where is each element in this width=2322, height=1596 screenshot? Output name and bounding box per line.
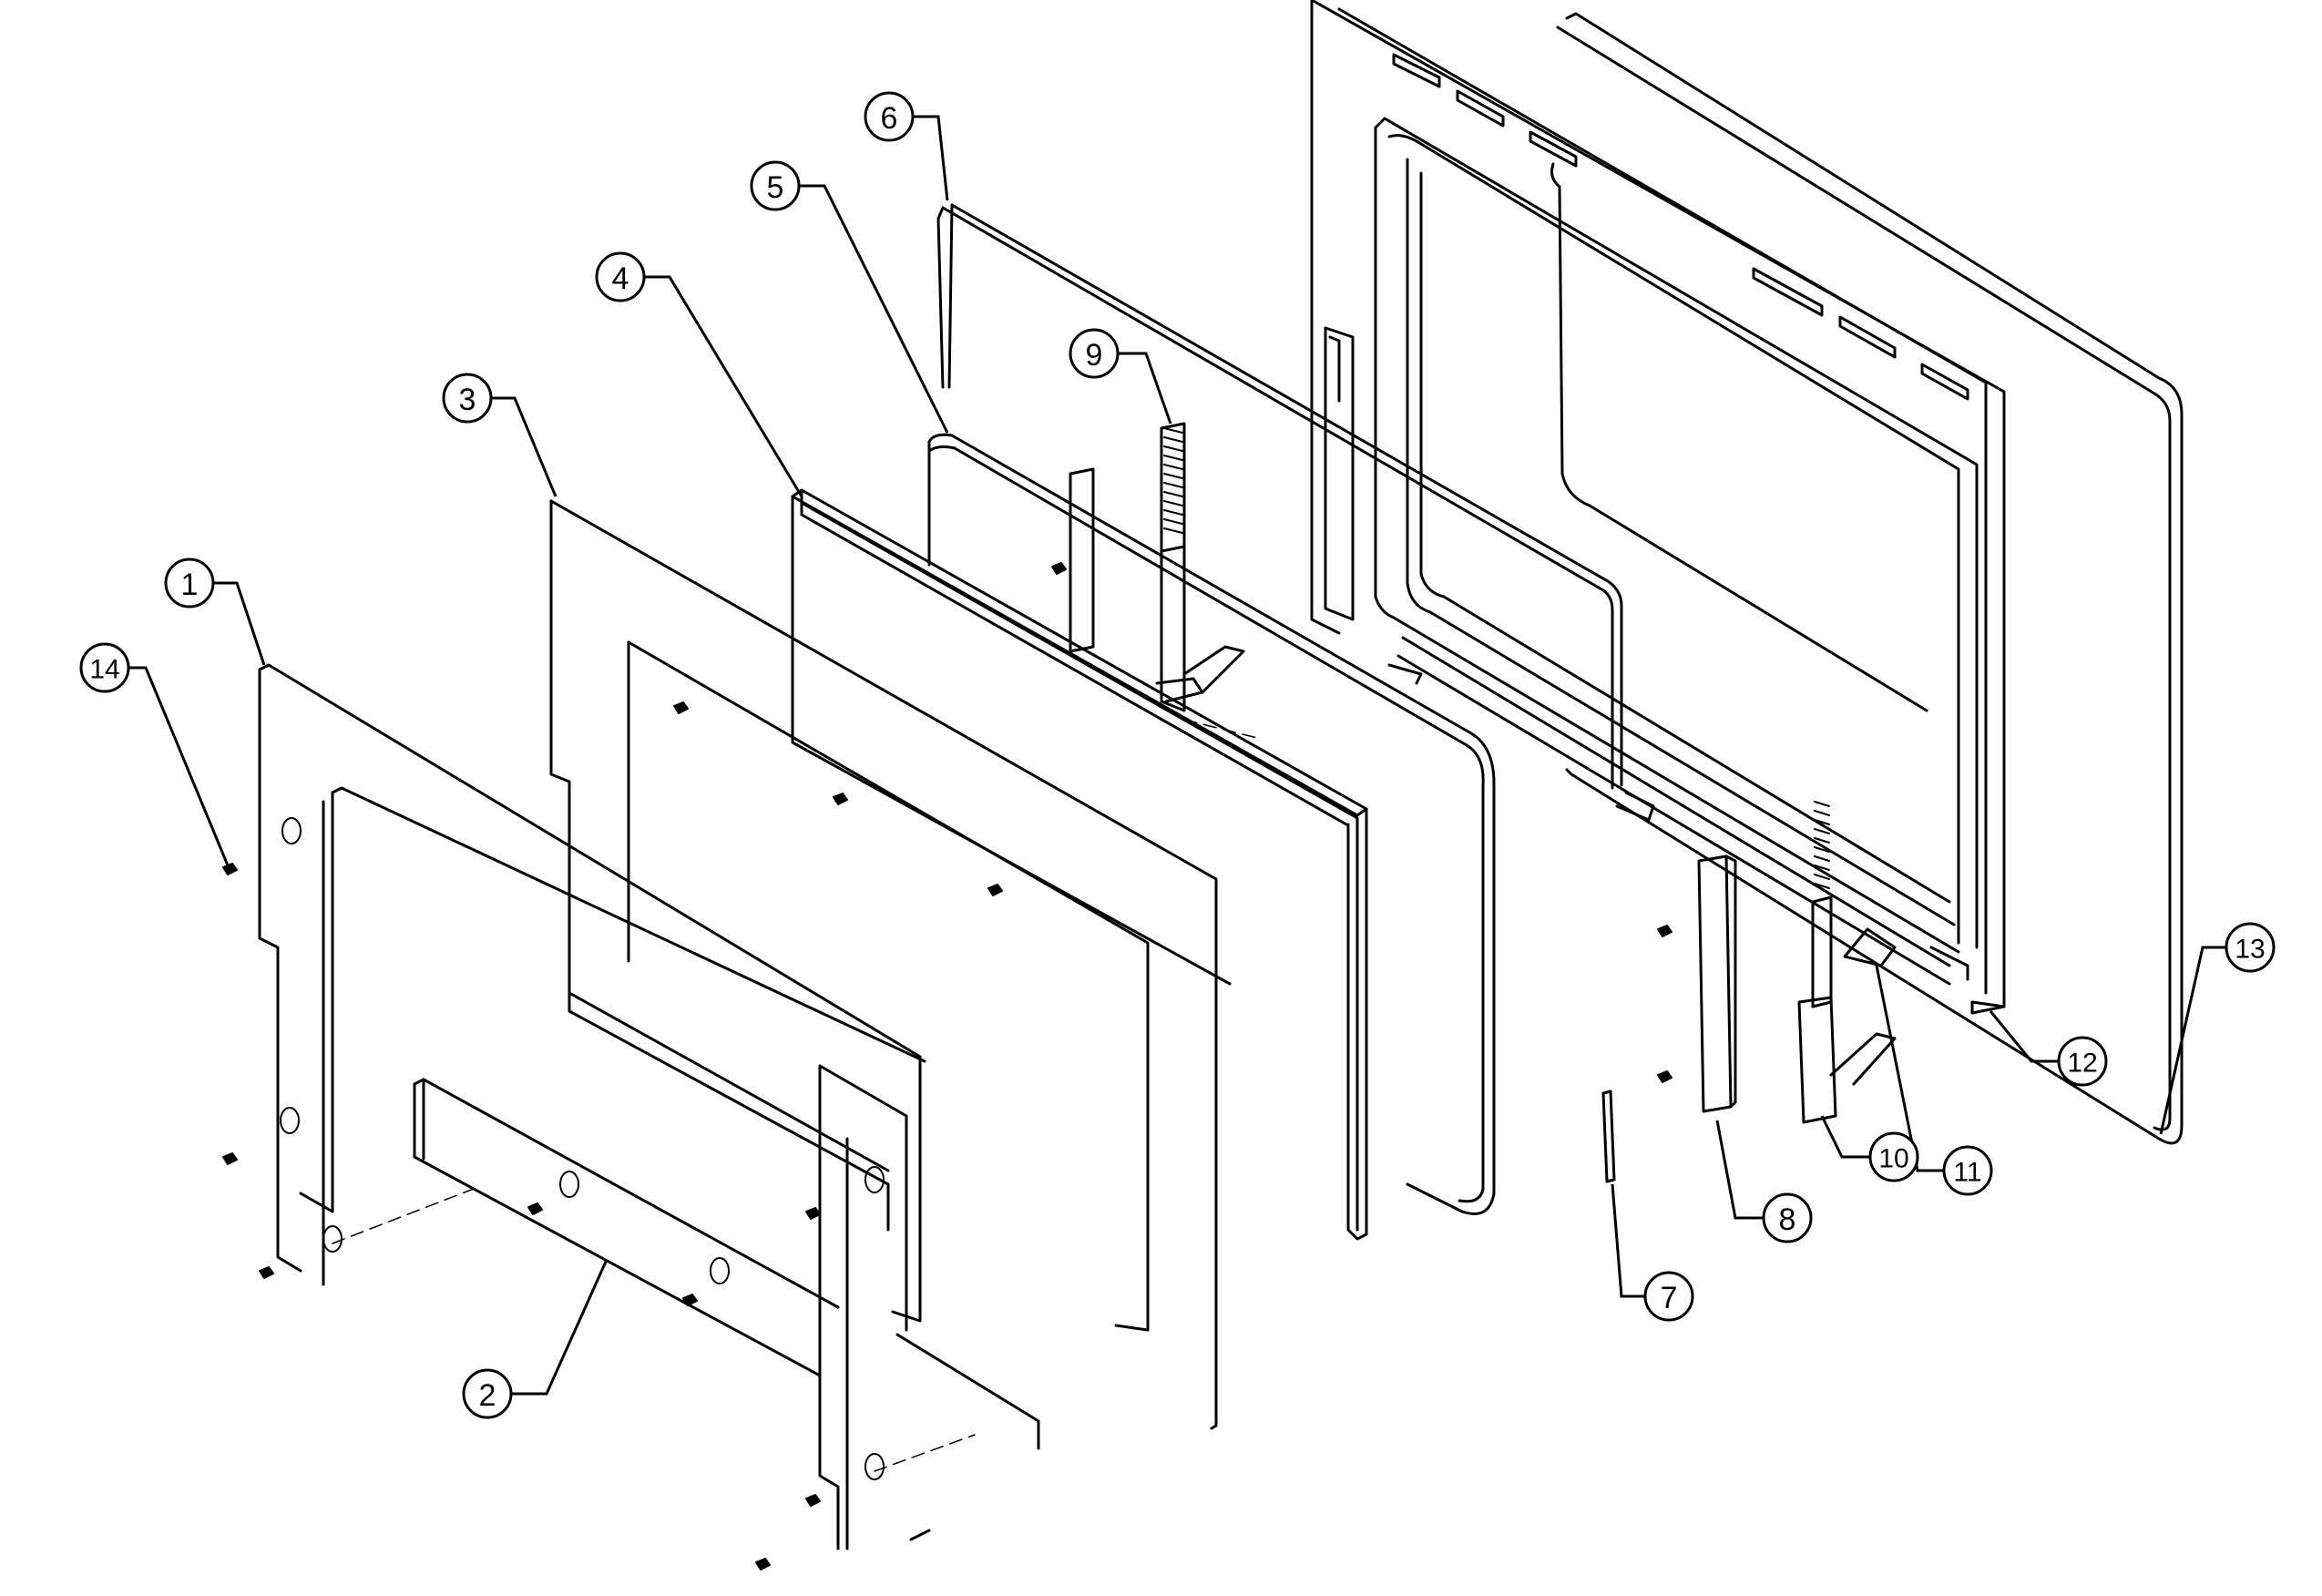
callout-4 [595,251,646,302]
callout-label-8: 8 [1779,1202,1796,1237]
callout-8 [1762,1192,1813,1243]
callout-1 [164,558,215,609]
callout-label-2: 2 [479,1378,496,1413]
callout-label-12: 12 [2067,1049,2097,1079]
part-3-inner-panel [549,499,1218,1430]
callout-2 [462,1368,513,1419]
callout-label-1: 1 [181,568,199,602]
callout-6 [864,91,915,142]
part-6-wire-seal [936,203,1623,790]
part-13-gasket [1550,12,2184,1145]
callout-10 [1868,1131,1919,1182]
callout-label-6: 6 [881,101,898,136]
part-12-door-liner [1310,0,2006,1015]
callout-13 [2225,922,2276,973]
screw-holes [280,817,885,1480]
callout-label-4: 4 [612,261,629,296]
part-7-spring [1601,1090,1616,1183]
callout-9 [1069,328,1120,379]
callout-7 [1643,1271,1694,1322]
callout-label-10: 10 [1878,1144,1908,1174]
part-5-gasket [927,433,1496,1215]
callout-label-7: 7 [1661,1281,1678,1315]
callout-12 [2057,1036,2108,1087]
callout-label-3: 3 [459,383,476,417]
callout-11 [1942,1145,1993,1196]
callout-label-13: 13 [2235,935,2265,965]
spring-coils [1163,427,1830,889]
callout-label-11: 11 [1953,1158,1981,1188]
assembly-lines [332,719,1258,1472]
part-10-hinge [1797,895,1897,1124]
part-4-glass-panel [791,488,1368,1241]
part-9-hinge [1069,422,1245,712]
callout-3 [442,373,493,424]
callout-label-5: 5 [767,170,784,205]
screws [222,562,1672,1570]
callouts [79,91,2276,1419]
callout-label-14: 14 [89,655,119,685]
part-8-hinge-cover [1697,854,1737,1113]
part-1-outer-frame [258,663,1040,1550]
leader-lines [129,115,2225,1396]
callout-14 [79,642,130,693]
part-11-bracket [1843,927,1897,967]
callout-label-9: 9 [1086,338,1103,373]
part-2-trim-bar [413,1078,840,1377]
callout-5 [750,160,801,211]
